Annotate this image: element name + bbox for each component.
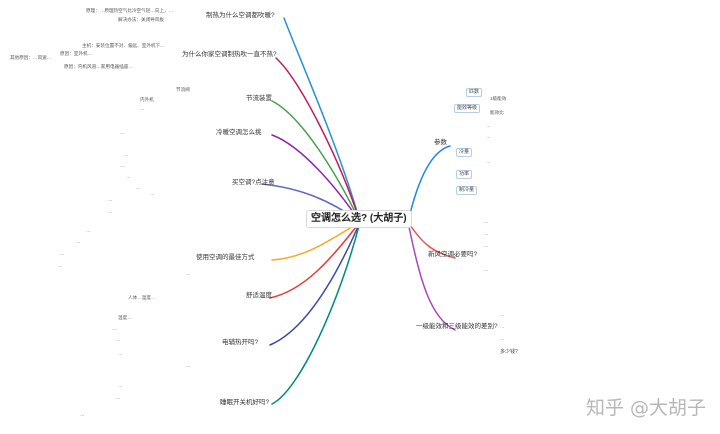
branch-throttle-device[interactable]: 节流装置 (246, 95, 272, 102)
leaf-b5-5: … (108, 197, 113, 202)
param-cooling-amount[interactable]: 制冷量 (456, 186, 478, 195)
leaf-b4-1: … (120, 130, 125, 135)
leaf-b8-1: 温度… (118, 315, 132, 320)
branch-sleep-switch[interactable]: 睡眠开关机好吗? (220, 399, 270, 406)
edge-left-2 (275, 57, 361, 223)
leaf-b5-4: … (136, 185, 141, 190)
fresh-air-leaf-1: … (484, 219, 489, 224)
branch-comfort-temp[interactable]: 舒适温度 (246, 292, 272, 299)
leaf-b8-2: … (112, 326, 117, 331)
leaf-b5-7: … (150, 191, 155, 196)
edge-right-1 (407, 145, 451, 223)
edge-left-3 (271, 100, 361, 223)
edge-left-1 (283, 17, 361, 223)
leaf-b8-5: … (186, 363, 191, 368)
edge-left-9 (271, 221, 361, 405)
param-inner-2: … (486, 134, 491, 139)
leaf-b9-1: … (118, 383, 123, 388)
branch-efficiency-diff[interactable]: 一级能效和三级能效的差别? (416, 323, 498, 330)
param-horsepower[interactable]: 匹数 (466, 88, 483, 97)
param-efficiency-ratio: 能效比 (490, 110, 504, 115)
edge-right-3 (407, 221, 456, 331)
branch-best-usage[interactable]: 使用空调的最佳方式 (196, 254, 255, 261)
branch-heating-blow-warm[interactable]: 制热为什么空调都吹暖? (206, 12, 275, 19)
branch-parameters[interactable]: 参数 (434, 139, 447, 146)
leaf-b3-3: … (140, 106, 145, 111)
leaf-b6-1: … (86, 228, 91, 233)
leaf-b2-4: 原因：内机风道…家用电器插座… (64, 64, 133, 69)
leaf-b8-4: … (118, 351, 123, 356)
leaf-b6-3: … (60, 251, 65, 256)
leaf-b3-1: 节流阀 (176, 87, 190, 92)
param-grade-1: 1级能效 (490, 96, 507, 101)
leaf-b2-1: 主机：安装位置不对、偏远、室外机下… (82, 43, 165, 48)
leaf-b1-2: 解决办法：关闭导风板 (118, 17, 164, 22)
leaf-b3-2: 内外机 (140, 97, 154, 102)
branch-buy-tips[interactable]: 买空调?点注意 (232, 179, 275, 186)
branch-cooling-choice[interactable]: 冷暖空调怎么挑 (216, 129, 262, 136)
leaf-b2-2: 原因：室外机… (60, 51, 93, 56)
param-inner-1: … (486, 123, 491, 128)
leaf-b6-2: … (76, 239, 81, 244)
branch-fresh-air[interactable]: 新风空调必要吗? (428, 251, 478, 258)
fresh-air-leaf-2: … (484, 231, 489, 236)
zhihu-watermark: 知乎 @大胡子 (585, 397, 706, 419)
param-inner-3: … (486, 159, 491, 164)
edge-left-7 (269, 221, 361, 299)
branch-heating-not-warm[interactable]: 为什么你家空调制热吹一直不热? (182, 51, 277, 58)
param-power[interactable]: 功率 (456, 170, 473, 179)
param-efficiency-grade[interactable]: 能效等级 (454, 104, 481, 113)
edge-left-8 (269, 221, 361, 346)
fresh-air-leaf-3: … (484, 243, 489, 248)
fresh-air-leaf-4: … (484, 267, 489, 272)
leaf-b5-6: … (108, 209, 113, 214)
leaf-b5-2: … (120, 163, 125, 168)
leaf-b7-1: 人体…温度… (128, 295, 156, 300)
leaf-b8-3: … (116, 337, 121, 342)
edge-left-4 (271, 134, 361, 223)
leaf-b5-1: … (124, 152, 129, 157)
leaf-b9-2: … (116, 395, 121, 400)
efficiency-leaf-3: … (500, 336, 505, 341)
leaf-b6-5: … (186, 271, 191, 276)
leaf-b2-3: 其他原因：…风速… (10, 55, 52, 60)
efficiency-how-much[interactable]: 多少钱? (500, 349, 518, 355)
leaf-b6-4: … (58, 263, 63, 268)
efficiency-leaf-1: … (500, 312, 505, 317)
branch-electric-aux-heat[interactable]: 电辅热开吗? (222, 339, 259, 346)
param-cooling-capacity[interactable]: 冷量 (456, 148, 473, 157)
efficiency-leaf-2: … (500, 324, 505, 329)
root-topic[interactable]: 空调怎么选? (大胡子) (306, 210, 412, 228)
leaf-b5-3: … (126, 174, 131, 179)
leaf-b9-3: … (80, 412, 85, 417)
leaf-b1-1: 原理：…原理热空气比冷空气轻…向上，… (86, 8, 174, 13)
